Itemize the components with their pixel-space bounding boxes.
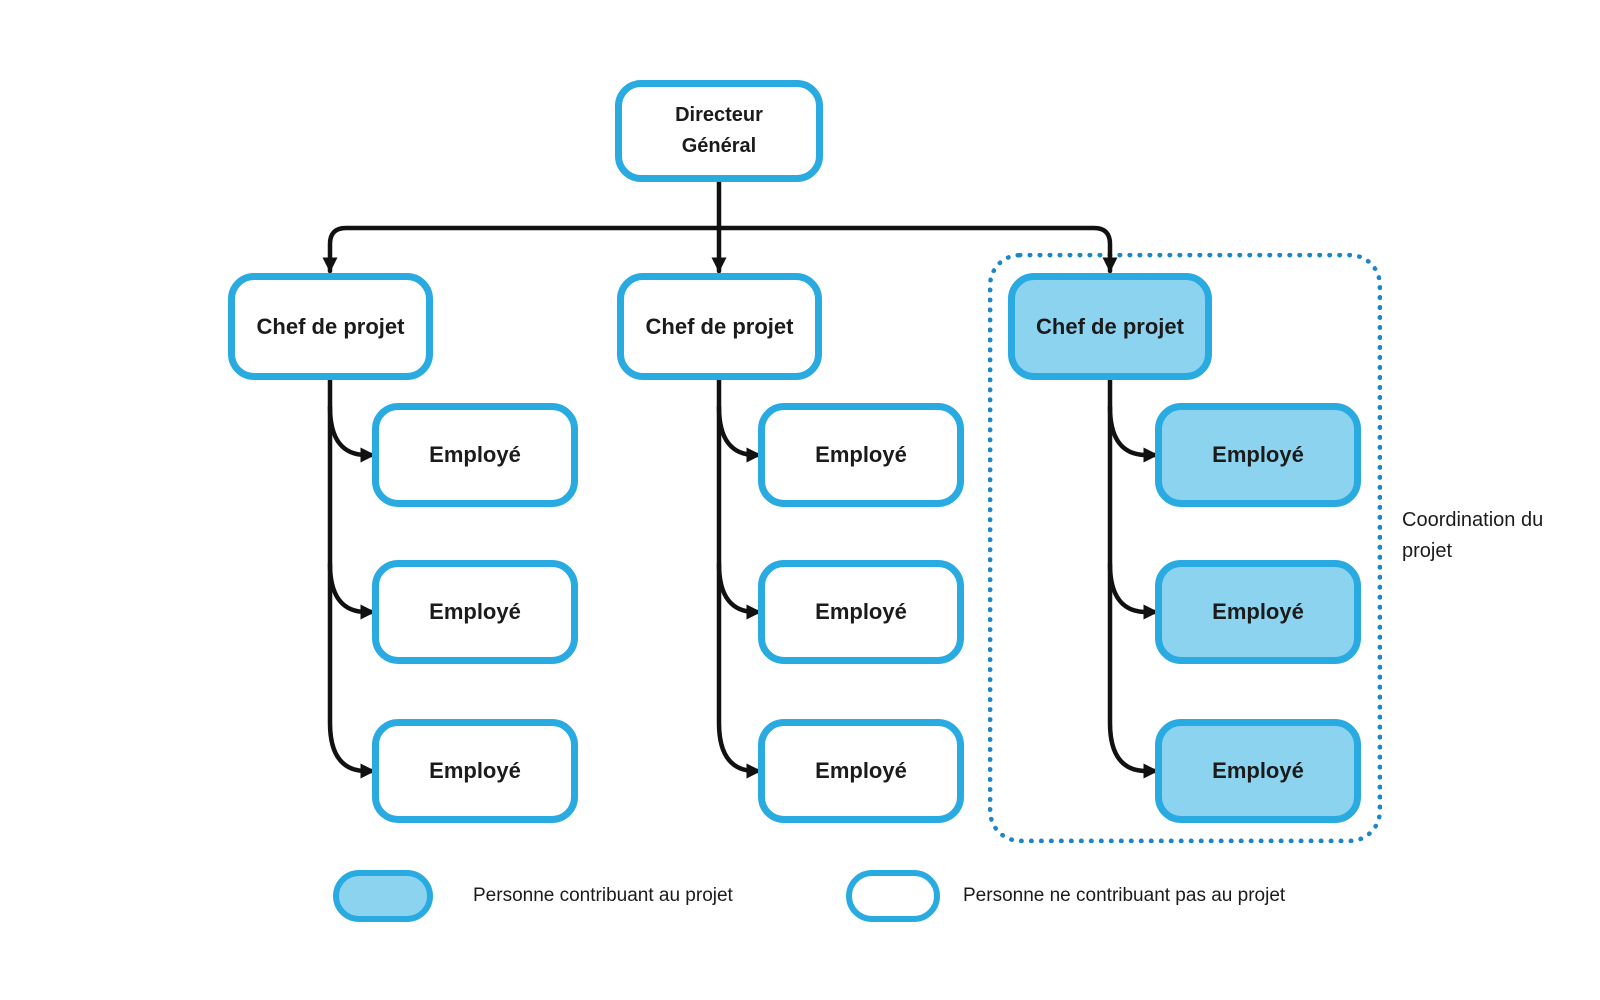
node-employe-3-3: Employé	[1155, 719, 1361, 823]
node-employe-3-2: Employé	[1155, 560, 1361, 664]
node-employe-1-1: Employé	[372, 403, 578, 507]
node-label: Employé	[1212, 442, 1304, 467]
node-label: Chef de projet	[645, 313, 794, 339]
node-label: Directeur	[675, 104, 763, 126]
legend-swatch-not-contributing	[846, 870, 940, 922]
node-label: Général	[681, 135, 757, 157]
node-label: Employé	[815, 442, 907, 467]
node-employe-3-1: Employé	[1155, 403, 1361, 507]
node-label: Employé	[429, 758, 521, 783]
legend-swatch-contributing	[333, 870, 433, 922]
node-directeur-general: Directeur Général	[615, 80, 823, 182]
node-employe-1-3: Employé	[372, 719, 578, 823]
frame-label-coordination: Coordination du projet	[1402, 505, 1572, 567]
frame-label-line: Coordination	[1402, 509, 1516, 531]
node-label: Employé	[429, 599, 521, 624]
node-chef-de-projet-1: Chef de projet	[228, 273, 433, 380]
project-coordination-frame	[988, 253, 1382, 843]
node-label: Chef de projet	[1036, 313, 1184, 339]
node-employe-2-2: Employé	[758, 560, 964, 664]
node-chef-de-projet-3: Chef de projet	[1008, 273, 1212, 380]
node-chef-de-projet-2: Chef de projet	[617, 273, 822, 380]
node-employe-2-3: Employé	[758, 719, 964, 823]
legend-label-contributing: Personne contribuant au projet	[473, 885, 733, 906]
node-employe-1-2: Employé	[372, 560, 578, 664]
node-label: Employé	[1212, 758, 1304, 783]
node-label: Employé	[429, 442, 521, 467]
node-label: Employé	[815, 758, 907, 783]
node-label: Employé	[1212, 599, 1304, 624]
frame-label-line: du projet	[1402, 509, 1544, 562]
node-label: Chef de projet	[256, 313, 405, 339]
node-label: Employé	[815, 599, 907, 624]
node-employe-2-1: Employé	[758, 403, 964, 507]
legend-label-not-contributing: Personne ne contribuant pas au projet	[963, 885, 1286, 906]
